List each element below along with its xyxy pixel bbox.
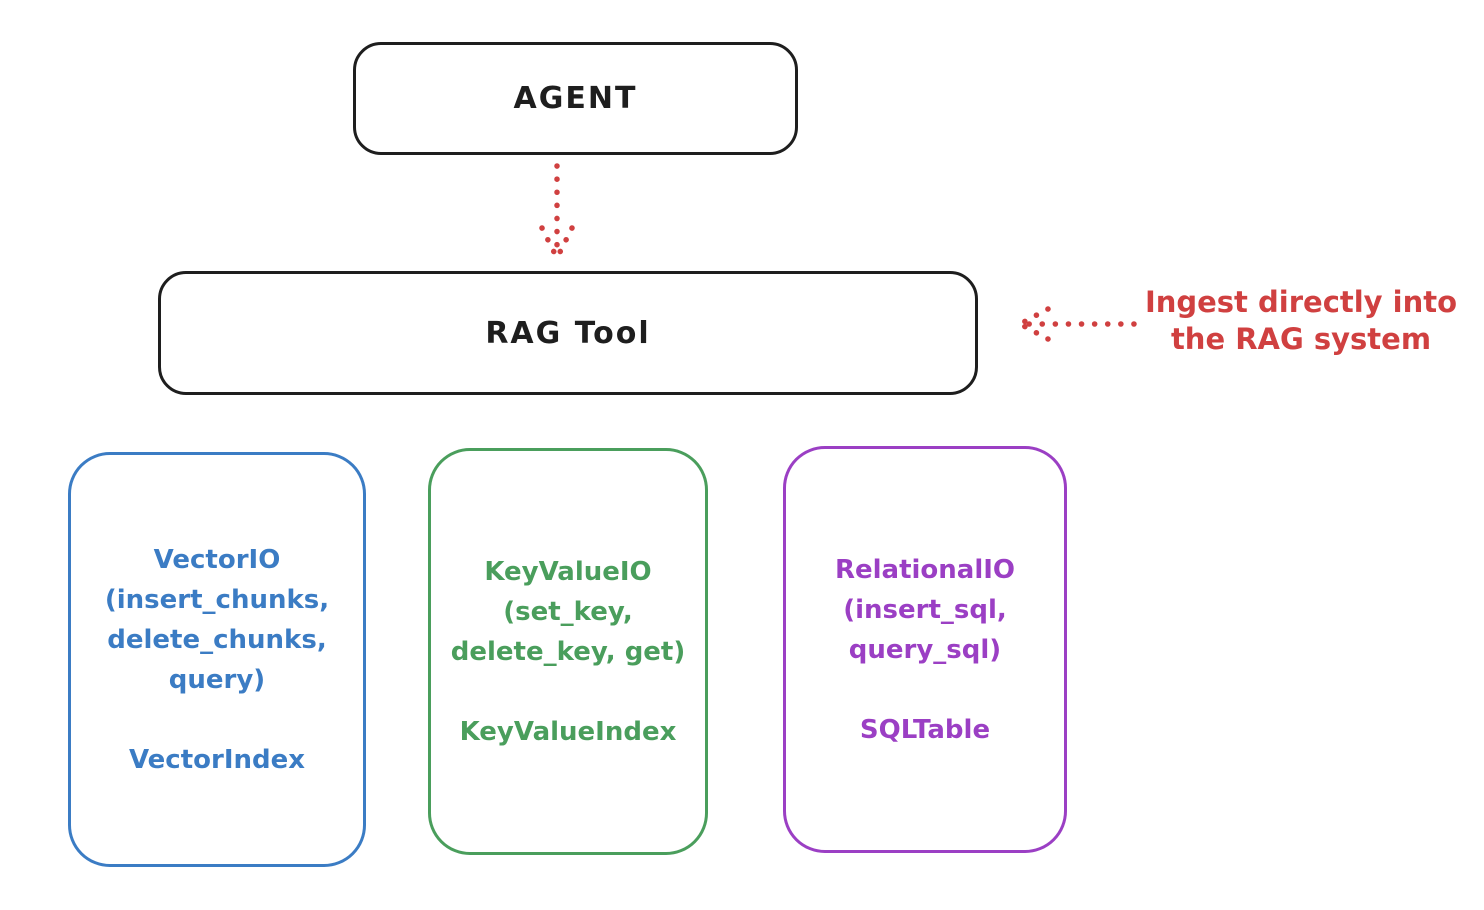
ingest-annotation-line2: the RAG system [1170,322,1432,356]
vector-io-param-line: (insert_chunks, [104,584,330,615]
agent-to-rag-dotted-arrow-icon [539,163,575,261]
key-value-io-param-line: delete_key, get) [450,636,686,667]
ingest-annotation: Ingest directly into the RAG system [1138,284,1464,358]
key-value-io-title: KeyValueIO [484,556,652,587]
vector-index-label: VectorIndex [128,744,306,775]
vector-io-param-line: delete_chunks, [107,624,327,655]
relational-io-title: RelationalIO [834,554,1016,585]
key-value-io-param-line: (set_key, [503,596,633,627]
vector-io-text: VectorIO (insert_chunks, delete_chunks, … [105,540,329,780]
key-value-io-text: KeyValueIO (set_key, delete_key, get) Ke… [451,552,686,752]
key-value-index-label: KeyValueIndex [459,716,677,747]
ingest-annotation-line1: Ingest directly into [1144,285,1458,319]
ingest-to-rag-dotted-arrow-icon [1017,306,1137,342]
relational-io-text: RelationalIO (insert_sql, query_sql) SQL… [835,550,1015,750]
relational-io-param-line: (insert_sql, [843,594,1007,625]
sql-table-label: SQLTable [859,714,991,745]
relational-io-param-line: query_sql) [848,634,1002,665]
vector-io-title: VectorIO [153,544,281,575]
vector-io-node: VectorIO (insert_chunks, delete_chunks, … [68,452,366,867]
vector-io-param-line: query) [168,664,266,695]
agent-node: AGENT [353,42,798,155]
rag-tool-label: RAG Tool [485,315,651,351]
rag-tool-node: RAG Tool [158,271,978,395]
key-value-io-node: KeyValueIO (set_key, delete_key, get) Ke… [428,448,708,855]
relational-io-node: RelationalIO (insert_sql, query_sql) SQL… [783,446,1067,853]
agent-label: AGENT [513,81,638,116]
